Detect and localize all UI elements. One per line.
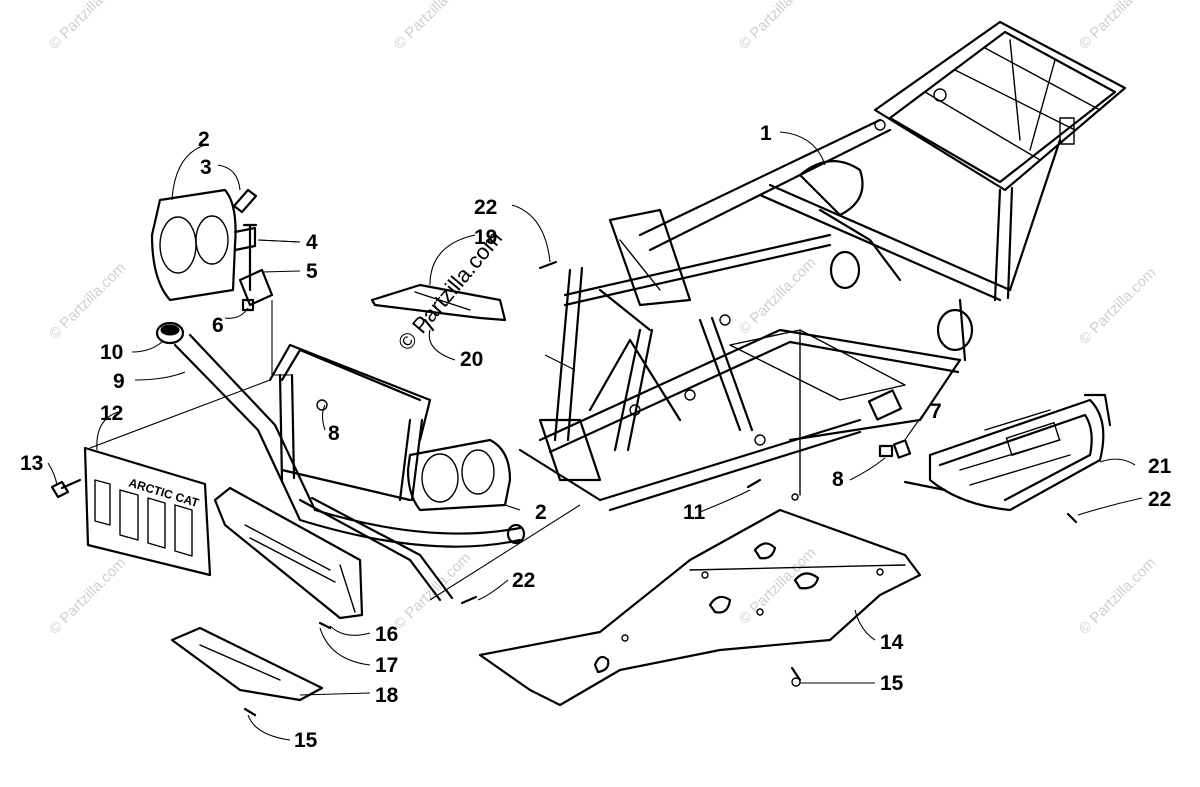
callout-labels: 1 2 2 3 4 5 6 7 8 8 9 10 11 12 13 14 15 … [20, 122, 1172, 752]
callout-16: 16 [375, 623, 398, 646]
callout-8-front: 8 [328, 422, 340, 445]
watermark-text: © Partzilla.com [46, 554, 129, 637]
callout-11: 11 [683, 501, 706, 524]
watermark-text: © Partzilla.com [736, 254, 819, 337]
watermark-text: © Partzilla.com [736, 544, 819, 627]
watermark-text: © Partzilla.com [1076, 554, 1159, 637]
callout-18: 18 [375, 684, 399, 707]
callout-22-rear: 22 [1148, 488, 1171, 511]
callout-1: 1 [760, 122, 772, 145]
callout-22-upper: 22 [474, 196, 497, 219]
callout-6: 6 [212, 314, 224, 337]
callout-22-front: 22 [512, 569, 535, 592]
callout-20: 20 [460, 348, 483, 371]
callout-9: 9 [113, 370, 125, 393]
skid-plate-18 [170, 626, 324, 702]
main-frame [518, 20, 1127, 512]
callout-5: 5 [306, 260, 318, 283]
callout-19: 19 [474, 226, 497, 249]
cap-part-10 [155, 321, 185, 345]
callout-14: 14 [880, 631, 904, 654]
skid-pan-14 [478, 508, 922, 707]
headlight-upper [150, 188, 257, 302]
watermark-text: © Partzilla.com [1076, 264, 1159, 347]
bracket-part-19 [370, 260, 558, 332]
callout-4: 4 [306, 231, 318, 254]
callout-8-rear: 8 [832, 468, 844, 491]
screw-part-3 [232, 188, 258, 214]
footrest-21 [903, 393, 1112, 512]
callout-10: 10 [100, 341, 123, 364]
leader-lines [47, 131, 1143, 741]
callout-12: 12 [100, 402, 123, 425]
callout-21: 21 [1148, 455, 1172, 478]
callout-13: 13 [20, 452, 43, 475]
callout-15-left: 15 [294, 729, 318, 752]
callout-17: 17 [375, 654, 398, 677]
bolt-part-13 [50, 478, 82, 499]
callout-7: 7 [930, 400, 942, 423]
watermark-text: © Partzilla.com [391, 0, 474, 53]
callout-2-upper: 2 [198, 128, 210, 151]
front-bumper-frame [268, 343, 454, 602]
watermark-text: © Partzilla.com [46, 0, 129, 53]
grille-panel-12: ARCTIC CAT [83, 446, 212, 577]
headlight-lower [406, 438, 512, 512]
callout-2-lower: 2 [535, 501, 547, 524]
watermark-text: © Partzilla.com [46, 259, 129, 342]
grille-shield-16 [213, 486, 364, 620]
hardware-parts [243, 439, 1078, 717]
watermark-text: © Partzilla.com [1076, 0, 1159, 53]
callout-15-right: 15 [880, 672, 904, 695]
watermark-text: © Partzilla.com [736, 0, 819, 53]
callout-3: 3 [200, 156, 212, 179]
bolt-bracket-parts [238, 223, 274, 312]
